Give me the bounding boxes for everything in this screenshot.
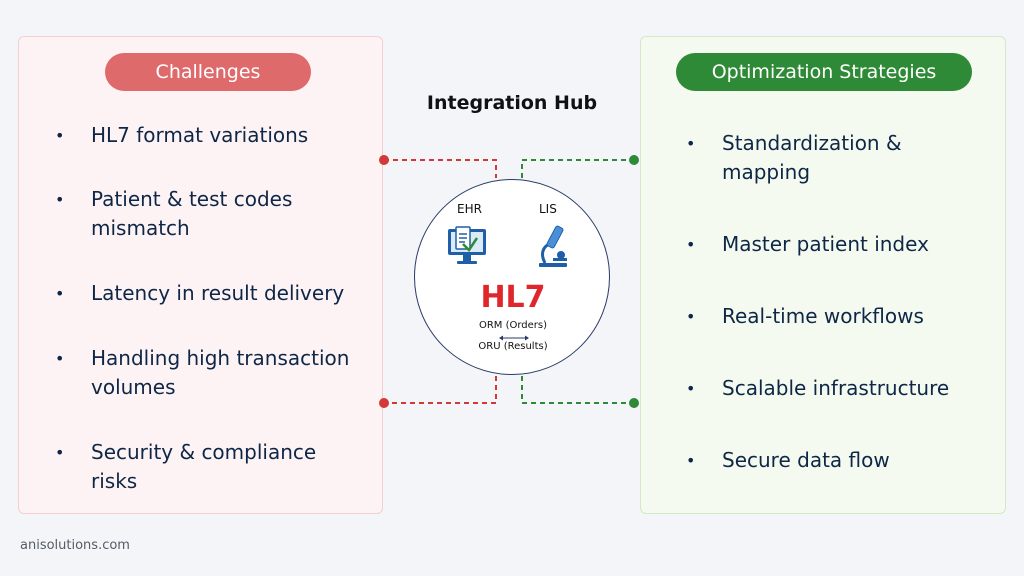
bullet: • — [55, 284, 65, 303]
connector-dot-bottom-right — [629, 398, 639, 408]
bullet: • — [55, 349, 65, 368]
oru-label: ORU (Results) — [478, 341, 548, 352]
connector-dot-bottom-left — [379, 398, 389, 408]
bidirectional-arrow-icon — [499, 335, 529, 341]
hub-title: Integration Hub — [426, 92, 598, 114]
bullet: • — [686, 379, 696, 398]
bullet: • — [686, 307, 696, 326]
bullet: • — [55, 126, 65, 145]
challenges-title: Challenges — [105, 53, 311, 91]
bullet: • — [686, 451, 696, 470]
challenge-text: HL7 format variations — [91, 123, 309, 147]
strategy-text: Secure data flow — [722, 448, 890, 472]
strategy-text: Master patient index — [722, 232, 929, 256]
challenges-panel: Challenges • HL7 format variations • Pat… — [18, 36, 383, 514]
orm-label: ORM (Orders) — [478, 320, 548, 331]
microscope-icon — [539, 225, 567, 267]
hub-circle: EHR LIS HL7 ORM (Orders) ORU (Results) — [414, 179, 610, 375]
connector-dot-top-left — [379, 155, 389, 165]
bullet: • — [55, 190, 65, 209]
connector-top-right — [521, 159, 634, 178]
ehr-monitor-icon — [448, 226, 486, 264]
bullet: • — [686, 235, 696, 254]
strategies-panel: Optimization Strategies • Standardizatio… — [640, 36, 1006, 514]
bullet: • — [55, 443, 65, 462]
strategy-text: Standardization &mapping — [722, 131, 902, 184]
connector-dot-top-right — [629, 155, 639, 165]
challenge-text: Latency in result delivery — [91, 281, 345, 305]
strategy-text: Real-time workflows — [722, 304, 924, 328]
connector-bottom-left — [384, 376, 497, 404]
lis-label: LIS — [539, 202, 557, 216]
strategy-text: Scalable infrastructure — [722, 376, 950, 400]
connector-bottom-right — [521, 376, 634, 404]
connector-top-left — [384, 159, 497, 178]
strategies-title: Optimization Strategies — [676, 53, 972, 91]
bullet: • — [686, 134, 696, 153]
footer-brand: anisolutions.com — [20, 538, 130, 553]
hl7-label: HL7 — [480, 280, 546, 315]
ehr-label: EHR — [457, 202, 482, 216]
